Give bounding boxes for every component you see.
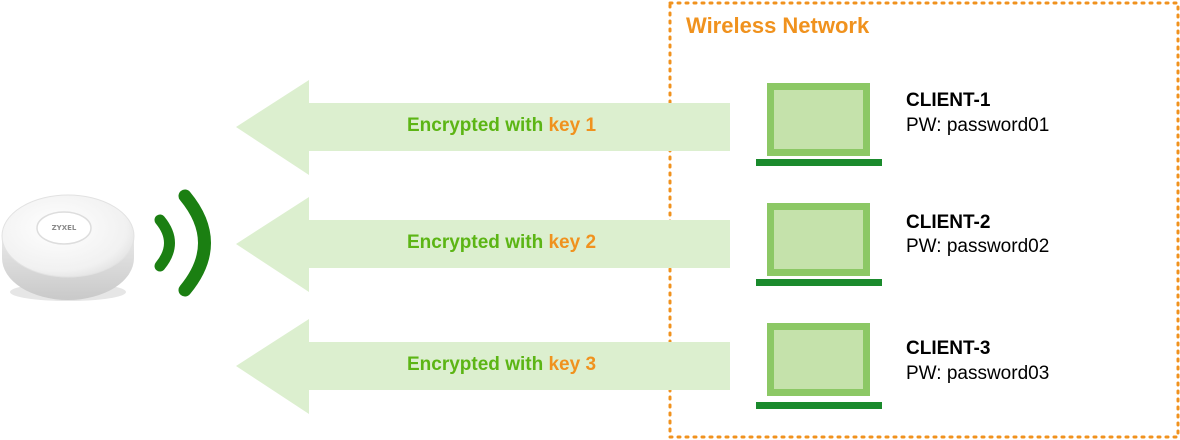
encrypted-links: Encrypted with key 1 Encrypted with key … (236, 80, 730, 414)
client-name: CLIENT-2 (906, 212, 990, 233)
client-label-1: CLIENT-1 PW: password01 (906, 90, 1049, 136)
arrow-label: Encrypted with key 1 (407, 115, 596, 136)
key-label: key 2 (548, 232, 596, 253)
laptop-base (756, 279, 882, 286)
laptop-base (756, 402, 882, 409)
access-point-badge (36, 211, 92, 245)
arrow-label: Encrypted with key 3 (407, 354, 596, 375)
arrow-shape (236, 319, 730, 414)
client-password: PW: password03 (906, 363, 1049, 384)
client-password: PW: password01 (906, 115, 1049, 136)
key-label: key 1 (548, 115, 596, 136)
laptop-screen (774, 210, 863, 269)
client-name: CLIENT-1 (906, 90, 991, 111)
laptop-screen (774, 90, 863, 149)
laptop-base (756, 159, 882, 166)
client-label-3: CLIENT-3 PW: password03 (906, 338, 1049, 384)
wifi-signal-icon (154, 189, 211, 297)
arrow-shape (236, 197, 730, 292)
link-arrow-1: Encrypted with key 1 (236, 80, 730, 175)
client-laptop-1 (756, 83, 882, 166)
encrypted-with-text: Encrypted with (407, 232, 548, 253)
client-password: PW: password02 (906, 236, 1049, 257)
client-laptop-2 (756, 203, 882, 286)
encrypted-with-text: Encrypted with (407, 115, 548, 136)
access-point-brand-label: ZYXEL (52, 224, 77, 232)
encrypted-with-text: Encrypted with (407, 354, 548, 375)
signal-wave-outer (178, 189, 211, 297)
key-label: key 3 (548, 354, 596, 375)
arrow-shape (236, 80, 730, 175)
laptop-screen (774, 330, 863, 389)
signal-wave-inner (154, 214, 175, 272)
client-label-2: CLIENT-2 PW: password02 (906, 212, 1049, 257)
client-laptop-3 (756, 323, 882, 409)
link-arrow-2: Encrypted with key 2 (236, 197, 730, 292)
access-point-device: ZYXEL (1, 194, 135, 301)
link-arrow-3: Encrypted with key 3 (236, 319, 730, 414)
client-name: CLIENT-3 (906, 338, 990, 359)
region-title: Wireless Network (686, 13, 870, 38)
arrow-label: Encrypted with key 2 (407, 232, 596, 253)
